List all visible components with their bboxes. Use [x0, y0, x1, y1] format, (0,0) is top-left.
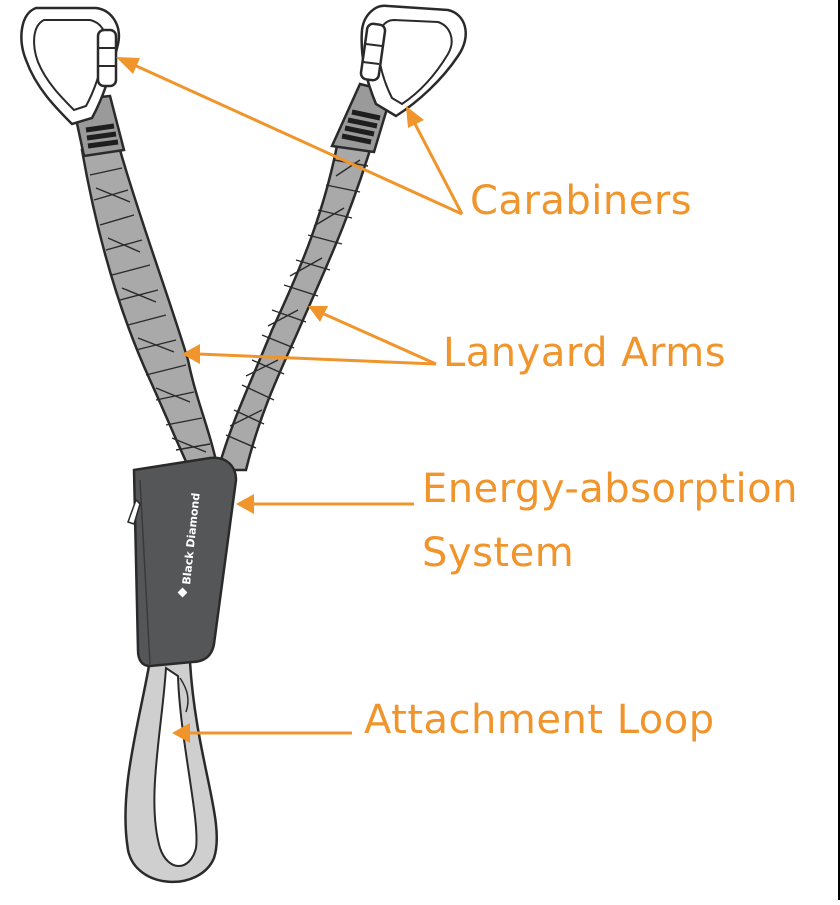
attachment-loop	[124, 658, 218, 883]
arrow-lanyard-arms-right	[308, 306, 437, 366]
left-lanyard-arm	[70, 94, 220, 472]
arrow-attachment-loop	[172, 723, 352, 743]
right-carabiner	[359, 4, 467, 118]
label-energy-absorption: Energy-absorption	[422, 466, 798, 512]
left-carabiner	[20, 6, 121, 126]
label-energy-absorption-system: System	[422, 530, 575, 576]
energy-absorption-pouch: Black Diamond	[127, 456, 238, 668]
arrow-lanyard-arms-left	[182, 344, 437, 366]
arrow-carabiners-left	[116, 57, 463, 216]
right-border	[838, 0, 840, 900]
label-lanyard-arms: Lanyard Arms	[443, 330, 727, 376]
arrow-energy-absorption	[236, 494, 414, 514]
label-carabiners: Carabiners	[470, 178, 693, 224]
arrow-carabiners-right	[406, 106, 464, 215]
callout-arrows	[116, 57, 464, 743]
label-attachment-loop: Attachment Loop	[364, 697, 715, 743]
